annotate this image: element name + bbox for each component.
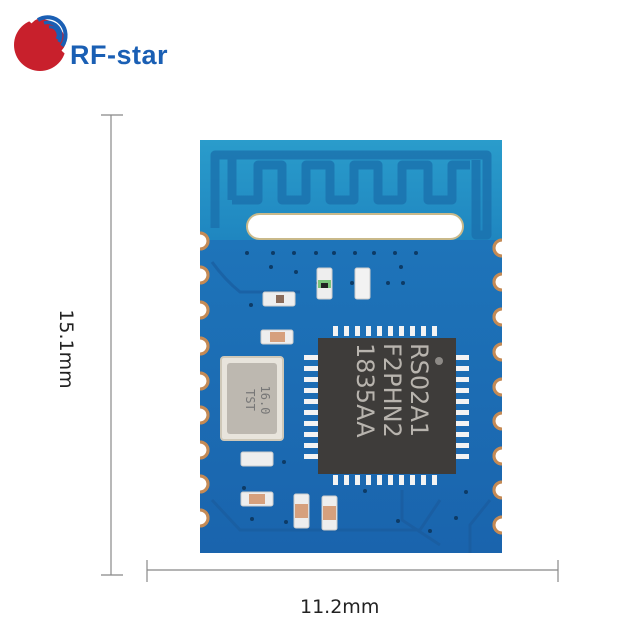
height-dimension-line [101,114,123,576]
crystal-marking: 16.0 TST [232,372,272,428]
crystal-line-2: TST [243,389,257,411]
height-dimension-label: 15.1mm [55,309,77,389]
ble-soc-chip [318,338,456,474]
rf-star-logo-icon [14,12,71,71]
ble-module-pcb [180,140,522,553]
smd-components [240,267,371,531]
chip-line-3: 1835AA [351,343,379,438]
chip-line-2: F2PHN2 [378,343,406,438]
antenna-trace [210,150,492,240]
chip-marking: RS02A1 F2PHN2 1835AA [342,343,433,471]
crystal-line-1: 16.0 [258,385,272,415]
antenna-slot [246,213,464,240]
width-dimension-label: 11.2mm [300,596,380,618]
width-dimension-line [146,560,559,582]
pin1-marker [435,357,443,365]
chip-line-1: RS02A1 [405,343,433,438]
chip-pins [304,326,469,485]
crystal-oscillator [220,356,284,441]
brand-name: RF-star [70,40,169,70]
